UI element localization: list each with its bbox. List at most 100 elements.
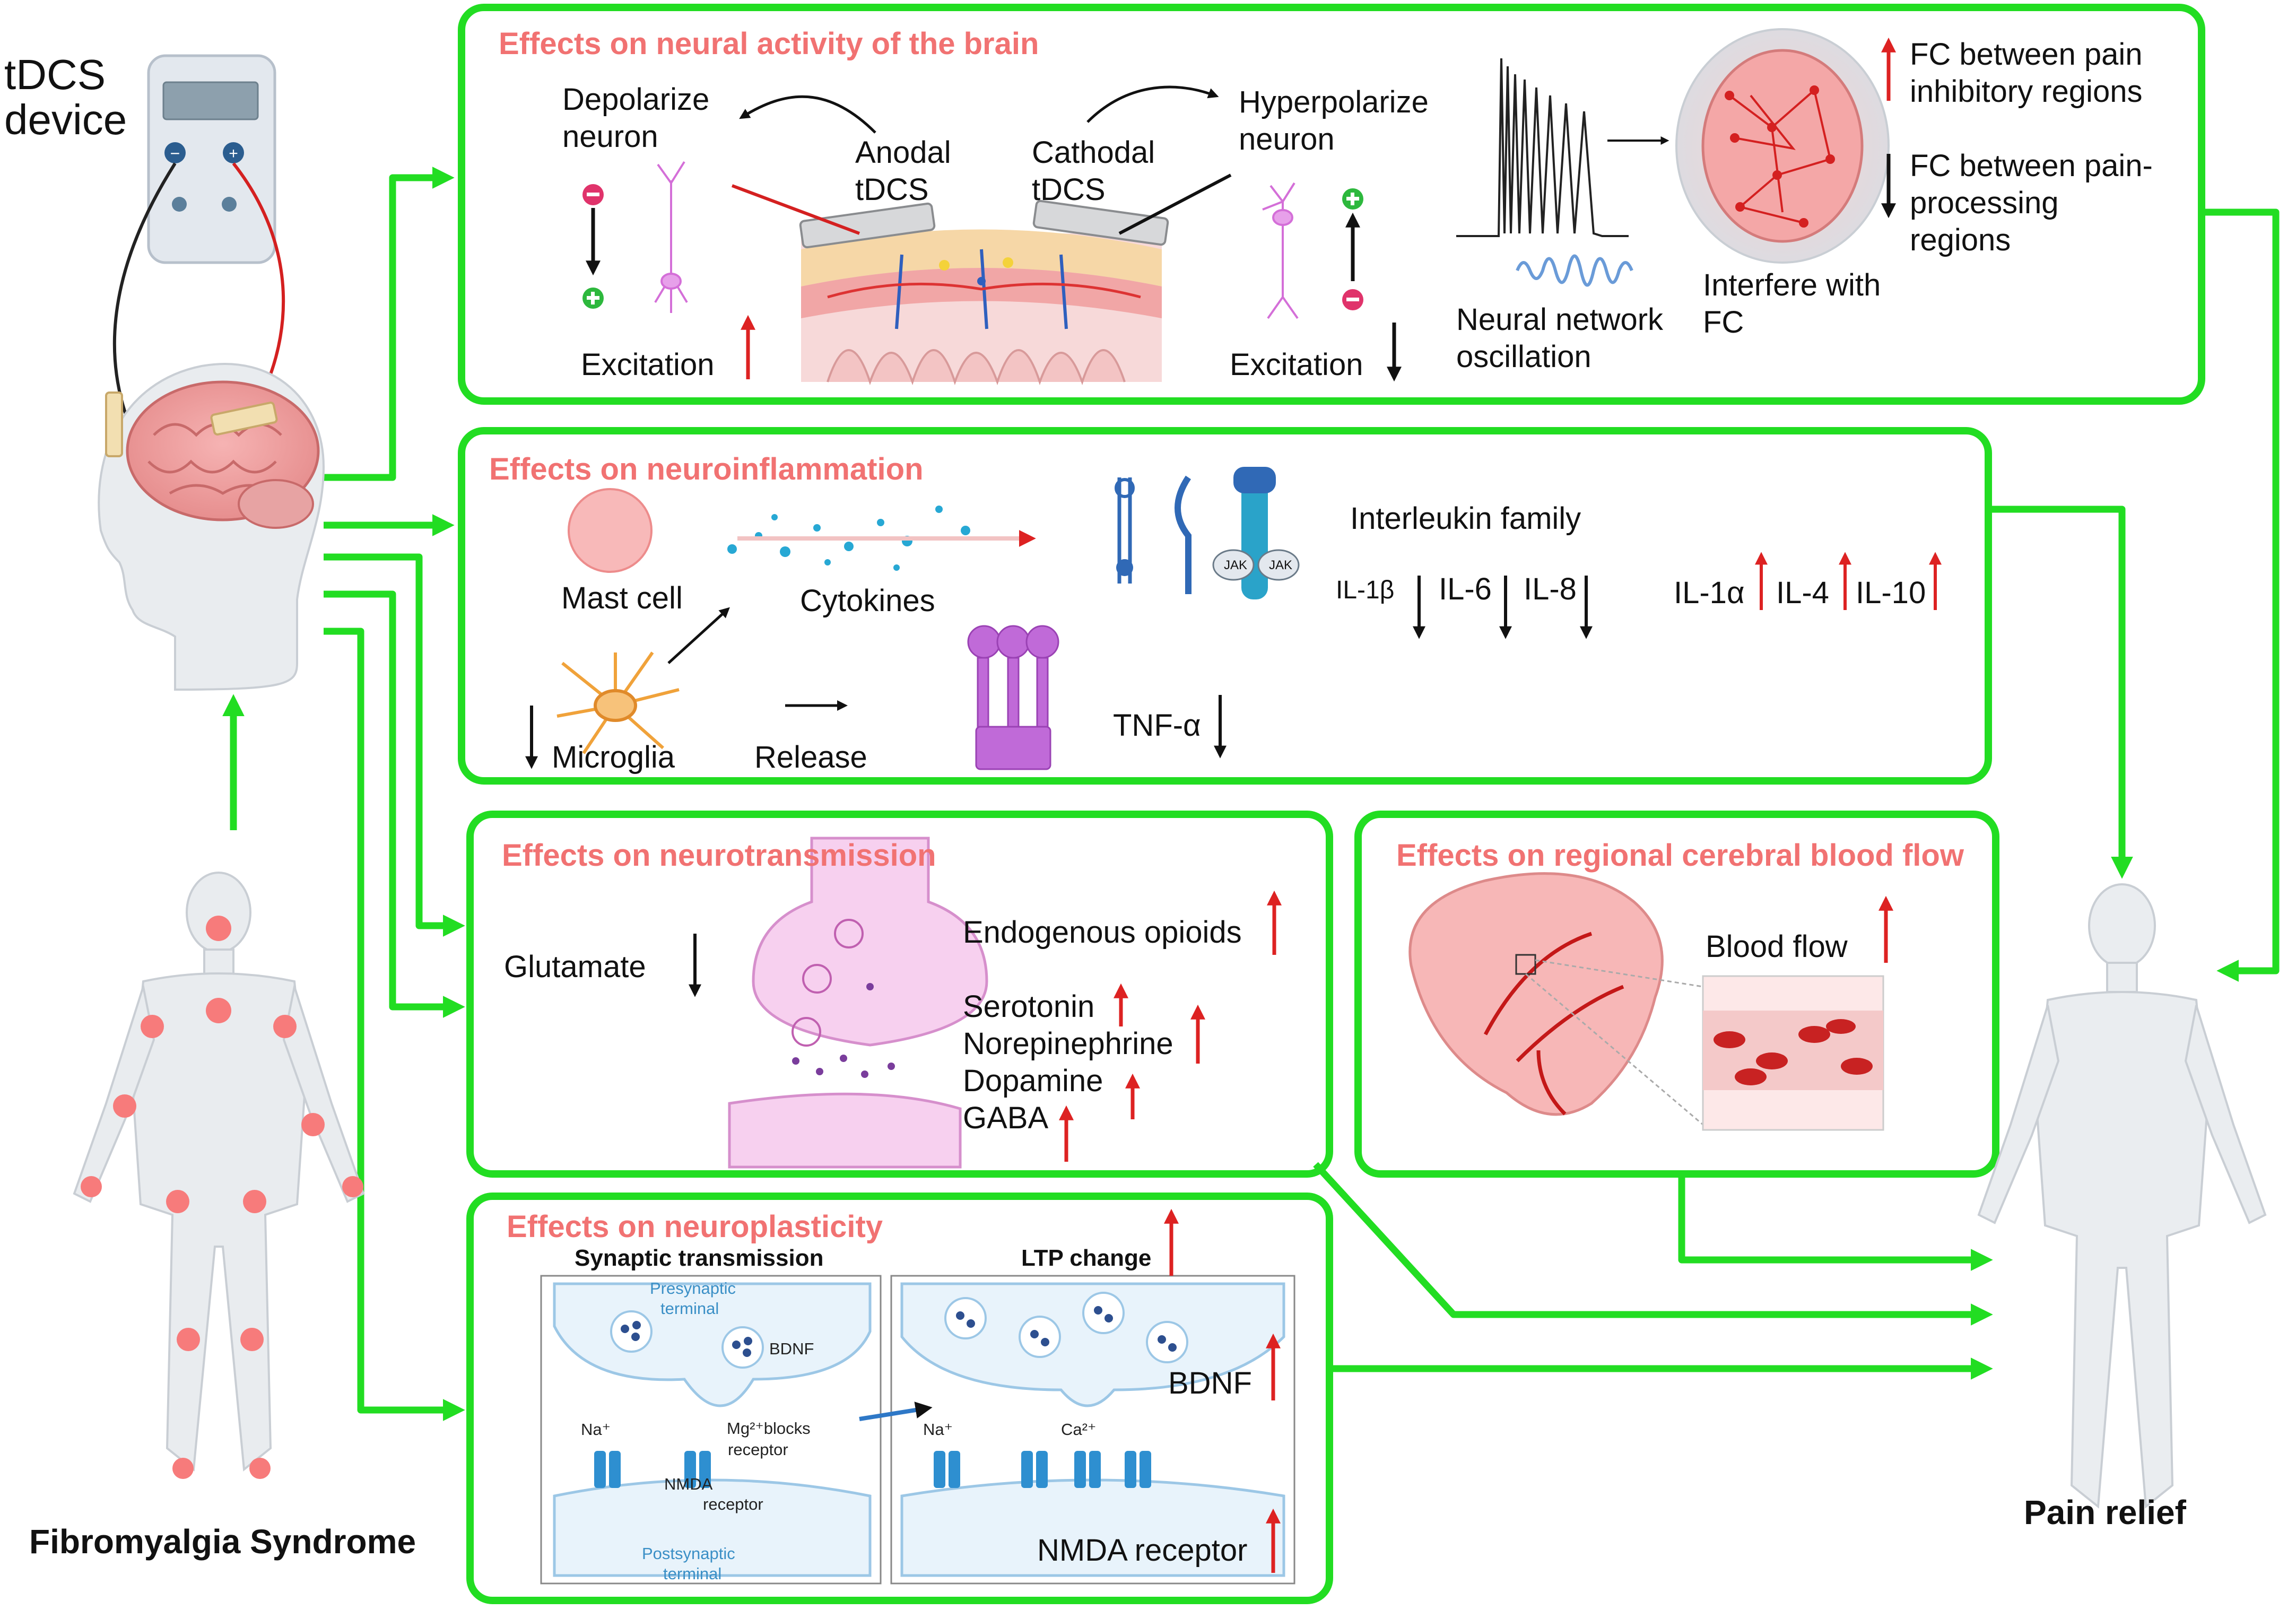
arrow-neural-to-relief — [2202, 208, 2280, 982]
arrow-to-transmission-1 — [324, 553, 465, 937]
panel-plasticity-border — [466, 1193, 1333, 1604]
synapse-icon — [752, 837, 988, 1047]
vesicle-contents — [621, 1306, 1177, 1357]
il-10-label: IL-10 — [1856, 576, 1926, 610]
flow-arrows — [222, 167, 2280, 1421]
fc-down-label-1: FC between pain- — [1910, 149, 2153, 183]
inflammation-panel-title: Effects on neuroinflammation — [489, 452, 924, 486]
depolarize-label-2: neuron — [562, 119, 658, 154]
oscillation-label-1: Neural network — [1456, 302, 1664, 337]
ltp-change-title: LTP change — [1021, 1245, 1152, 1271]
vessel-zoom-icon — [1702, 975, 1884, 1131]
cortex-slice — [801, 229, 1162, 386]
presynaptic-label-1: Presynaptic — [650, 1279, 736, 1298]
tdcs-device: − + — [147, 54, 276, 264]
vesicles — [792, 919, 864, 1047]
anode-electrode — [210, 402, 278, 436]
panel-neural-border — [458, 4, 2205, 405]
arrow-blood-to-relief — [1678, 1174, 1993, 1271]
anodal-label-2: tDCS — [855, 172, 929, 207]
fc-up-label-2: inhibitory regions — [1910, 74, 2143, 109]
depolarize-schematic — [582, 184, 604, 309]
dopamine-label: Dopamine — [963, 1064, 1103, 1098]
panel-transmission-border — [466, 811, 1333, 1178]
cathodal-electrode — [1032, 199, 1169, 246]
patient-body — [73, 872, 365, 1472]
na-label-1: Na⁺ — [581, 1420, 611, 1439]
depolarize-label-1: Depolarize — [562, 82, 710, 117]
plasticity-panel-title: Effects on neuroplasticity — [507, 1209, 883, 1244]
ca-label: Ca²⁺ — [1061, 1420, 1097, 1439]
device-minus-terminal — [164, 142, 186, 163]
excitation-label-right: Excitation — [1230, 347, 1363, 382]
glutamate-label: Glutamate — [504, 950, 646, 984]
nmda-small-label-1: NMDA — [664, 1475, 713, 1493]
il-1b-label: IL-1β — [1336, 576, 1395, 604]
fc-down-label-3: regions — [1910, 223, 2011, 257]
nmda-receptors — [594, 1451, 1151, 1488]
postsynaptic-terminal-1 — [553, 1478, 872, 1577]
plasticity-transition-arrow — [859, 1402, 933, 1421]
artery-lines — [1483, 932, 1624, 1116]
bdnf-big-label: BDNF — [1168, 1366, 1252, 1400]
svg-text:−: − — [170, 144, 180, 163]
gaba-label: GABA — [963, 1101, 1049, 1135]
pain-relief-label: Pain relief — [2024, 1493, 2186, 1531]
transmission-panel-title: Effects on neurotransmission — [502, 838, 936, 873]
presynaptic-terminal-2 — [900, 1282, 1285, 1407]
cathode-electrode — [105, 391, 123, 457]
neurotransmitter-dots — [792, 983, 895, 1078]
microglia-label: Microglia — [552, 740, 675, 774]
brain-sagittal-icon — [1408, 872, 1664, 1116]
oscillation-label-2: oscillation — [1456, 340, 1591, 374]
tdcs-device-label-1: tDCS — [4, 51, 106, 98]
tnf-label: TNF-α — [1113, 708, 1201, 743]
postsynaptic-label-1: Postsynaptic — [642, 1544, 735, 1563]
excitation-label-left: Excitation — [581, 347, 715, 382]
arrow-to-hyperpolarize — [1086, 85, 1219, 123]
arrow-to-plasticity — [324, 628, 465, 1421]
fc-up-label-1: FC between pain — [1910, 37, 2143, 72]
microglia-icon — [556, 651, 680, 754]
jak-right — [1257, 549, 1300, 581]
interfere-label-2: FC — [1703, 305, 1744, 340]
cathodal-lead — [1118, 173, 1232, 235]
anodal-label-1: Anodal — [855, 135, 951, 170]
interfere-label-1: Interfere with — [1703, 268, 1881, 302]
il-1a-label: IL-1α — [1674, 576, 1745, 610]
hyperpolarize-label-1: Hyperpolarize — [1239, 85, 1429, 119]
arrow-inflammation-to-relief — [1988, 506, 2133, 879]
il-decrease-arrows — [1413, 576, 1593, 639]
arrow-to-neural — [324, 167, 455, 481]
device-plus-terminal — [223, 142, 244, 163]
arrow-to-transmission-2 — [324, 590, 465, 1018]
head-illustration — [98, 363, 325, 691]
svg-text:+: + — [229, 145, 238, 162]
tnf-receptor-icon — [967, 625, 1059, 770]
device-wire-black — [112, 162, 177, 420]
jak-left-label: JAK — [1224, 558, 1248, 572]
neural-panel-title: Effects on neural activity of the brain — [499, 27, 1039, 61]
relief-figure — [1977, 883, 2267, 1509]
mg-block-label-1: Mg²⁺blocks — [727, 1419, 811, 1438]
il-8-label: IL-8 — [1524, 572, 1577, 606]
mast-cell-label: Mast cell — [561, 581, 683, 615]
cathodal-label-2: tDCS — [1032, 172, 1106, 207]
jak-right-label: JAK — [1269, 558, 1293, 572]
interleukin-label: Interleukin family — [1350, 501, 1581, 536]
fc-brain-icon — [1675, 28, 1890, 264]
cytokines-label: Cytokines — [800, 584, 935, 618]
fc-down-label-2: processing — [1910, 186, 2059, 220]
na-label-2: Na⁺ — [923, 1420, 953, 1439]
release-label: Release — [754, 740, 867, 774]
nmda-small-label-2: receptor — [703, 1495, 763, 1513]
mast-cell-icon — [568, 488, 653, 573]
nmda-big-label: NMDA receptor — [1037, 1533, 1248, 1568]
pain-points — [81, 916, 363, 1479]
anodal-lead — [731, 184, 860, 235]
hyperpolarize-label-2: neuron — [1239, 122, 1335, 156]
neuron-depolarize-icon — [654, 161, 688, 313]
hyperpolarize-schematic — [1342, 188, 1363, 310]
synaptic-transmission-title: Synaptic transmission — [575, 1245, 824, 1271]
